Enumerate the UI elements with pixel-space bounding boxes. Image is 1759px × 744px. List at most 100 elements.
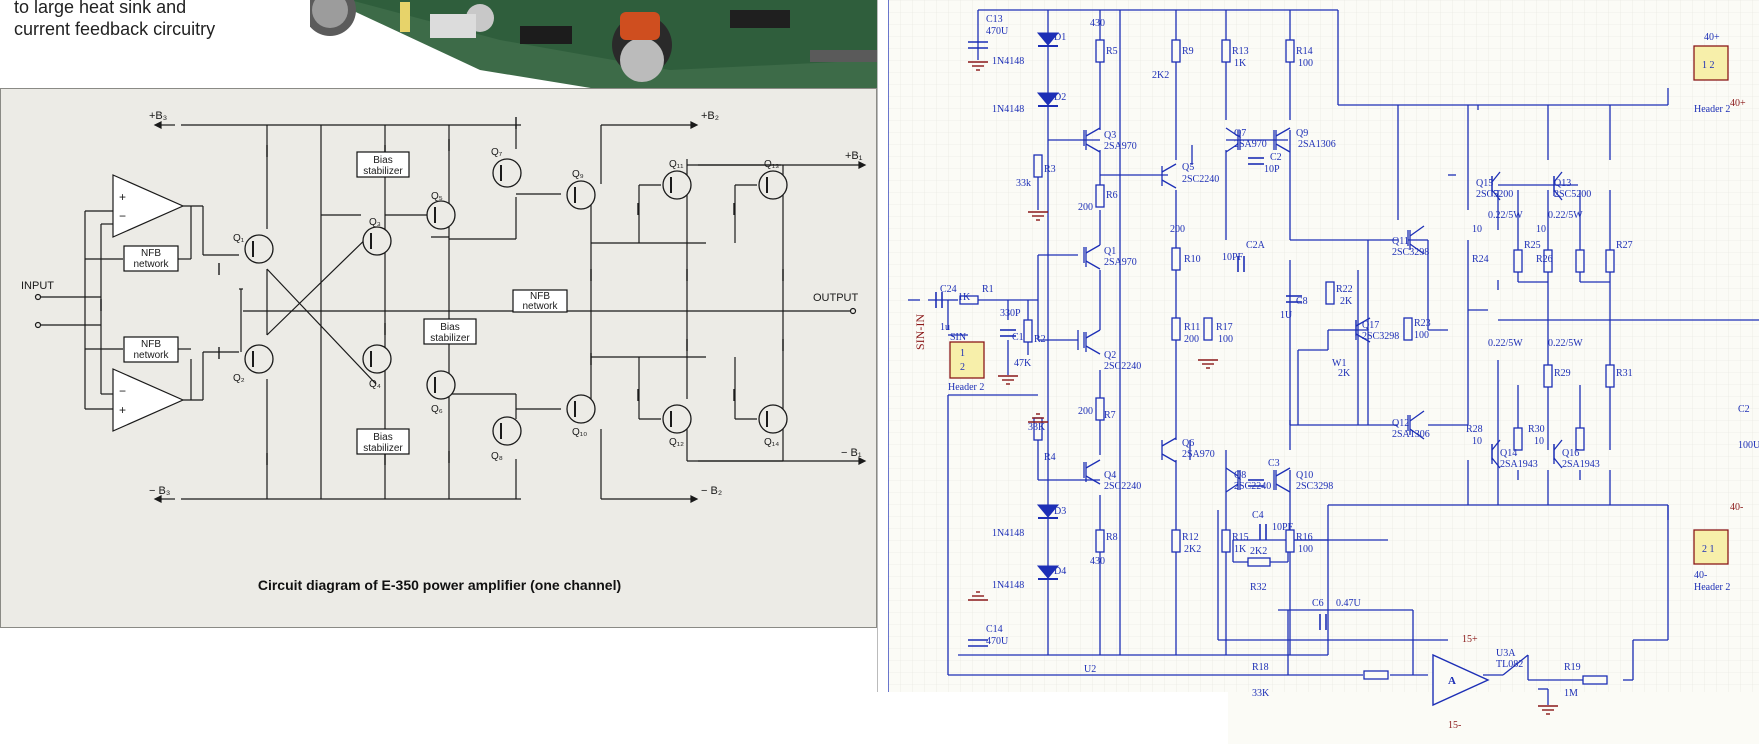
network-label-1: network bbox=[133, 259, 169, 270]
r25-ref: R25 bbox=[1524, 240, 1541, 251]
network-label-3: network bbox=[522, 301, 558, 312]
q4-label: Q₄ bbox=[369, 379, 381, 390]
r18-ref: R18 bbox=[1252, 662, 1269, 673]
schematic-panel: A 1 2 1 2 2 1 C13 470U bbox=[888, 0, 1759, 744]
resistors bbox=[959, 39, 1615, 685]
e350-circuit-svg: NFB network NFB network NFB network Bias… bbox=[21, 110, 867, 503]
q7-ref: Q7 bbox=[1234, 128, 1246, 139]
d4-type: 1N4148 bbox=[992, 580, 1024, 591]
q12-type: 2SA1306 bbox=[1392, 429, 1430, 440]
r2-ref: R2 bbox=[1034, 334, 1046, 345]
r29-ref: R29 bbox=[1554, 368, 1571, 379]
opamp2-plus: + bbox=[119, 403, 126, 417]
pwr-label-1: 0.22/5W bbox=[1488, 210, 1523, 221]
q3-label: Q₃ bbox=[369, 217, 381, 228]
r4-ref: R4 bbox=[1044, 452, 1056, 463]
q6-ref: Q6 bbox=[1182, 438, 1194, 449]
q17-ref: Q17 bbox=[1362, 320, 1379, 331]
c13-val: 470U bbox=[986, 26, 1009, 37]
u2-ref: U2 bbox=[1084, 664, 1096, 675]
q5-ref: Q5 bbox=[1182, 162, 1194, 173]
rail-plus-b3: +B₃ bbox=[149, 110, 167, 122]
sin-ref: SIN bbox=[950, 332, 966, 343]
r8-val: 430 bbox=[1090, 556, 1105, 567]
r26-ref: R26 bbox=[1536, 254, 1553, 265]
c2-val: 10P bbox=[1264, 164, 1280, 175]
q14-type: 2SA1943 bbox=[1500, 459, 1538, 470]
r7-ref: R7 bbox=[1104, 410, 1116, 421]
rail-plus-b1: +B₁ bbox=[845, 150, 863, 162]
q5-label: Q₅ bbox=[431, 191, 443, 202]
q9-ref: Q9 bbox=[1296, 128, 1308, 139]
pwr-label-4: 0.22/5W bbox=[1548, 338, 1583, 349]
q13-type: 2SC5200 bbox=[1554, 189, 1591, 200]
header-sin: 1 2 bbox=[949, 341, 985, 379]
panel-divider bbox=[877, 0, 888, 692]
q12-label: Q₁₂ bbox=[669, 437, 684, 448]
svg-text:1: 1 bbox=[960, 348, 965, 359]
r4-val: 33K bbox=[1028, 422, 1046, 433]
capacitors bbox=[935, 41, 1327, 647]
q3-ref: Q3 bbox=[1104, 130, 1116, 141]
q8-ref: Q8 bbox=[1234, 470, 1246, 481]
r13-ref: R13 bbox=[1232, 46, 1249, 57]
q1-type: 2SA970 bbox=[1104, 257, 1137, 268]
q14-ref: Q14 bbox=[1500, 448, 1517, 459]
q2-label: Q₂ bbox=[233, 373, 245, 384]
pcb-photo bbox=[310, 0, 878, 96]
d3-type: 1N4148 bbox=[992, 528, 1024, 539]
r10-ref: R10 bbox=[1184, 254, 1201, 265]
opamp-letter: A bbox=[1448, 675, 1456, 687]
c13-ref: C13 bbox=[986, 14, 1003, 25]
p40-ref: 40+ bbox=[1704, 32, 1720, 43]
q11-label: Q₁₁ bbox=[669, 159, 684, 170]
r17-val: 100 bbox=[1218, 334, 1233, 345]
input-label: INPUT bbox=[21, 280, 54, 292]
q11-type: 2SC3298 bbox=[1392, 247, 1429, 258]
m40-ref: 40- bbox=[1694, 570, 1707, 581]
opamp-u3a: A bbox=[1432, 653, 1490, 707]
svg-text:2 1: 2 1 bbox=[1702, 544, 1715, 555]
rail-minus-b2: − B₂ bbox=[701, 485, 722, 497]
opamp2-minus: − bbox=[119, 384, 126, 398]
p15-net: 15+ bbox=[1462, 634, 1478, 645]
header-40-minus: 2 1 bbox=[1693, 529, 1729, 565]
q13-label: Q₁₃ bbox=[764, 159, 779, 170]
r12-ref: R12 bbox=[1182, 532, 1199, 543]
r16-val: 100 bbox=[1298, 544, 1313, 555]
c1-val: 330P bbox=[1000, 308, 1021, 319]
e350-circuit-diagram: NFB network NFB network NFB network Bias… bbox=[0, 88, 877, 628]
q5-type: 2SC2240 bbox=[1182, 174, 1219, 185]
m15-net: 15- bbox=[1448, 720, 1461, 731]
q8-label: Q₈ bbox=[491, 451, 503, 462]
w1-ref: W1 bbox=[1332, 358, 1346, 369]
r30-val: 10 bbox=[1534, 436, 1544, 447]
u3a-ref: U3A bbox=[1496, 648, 1516, 659]
v100u-label: 100U bbox=[1738, 440, 1759, 451]
nfb-network-box-bottom: NFB network bbox=[123, 336, 179, 363]
pwr-label-3: 0.22/5W bbox=[1488, 338, 1523, 349]
r13-val: 1K bbox=[1234, 58, 1247, 69]
c2-right-ref: C2 bbox=[1738, 404, 1750, 415]
diagram-title: Circuit diagram of E-350 power amplifier… bbox=[257, 577, 622, 593]
c2-ref: C2 bbox=[1270, 152, 1282, 163]
r23-val: 100 bbox=[1414, 330, 1429, 341]
q2-type: 2SC2240 bbox=[1104, 361, 1141, 372]
c24-ref: C24 bbox=[940, 284, 957, 295]
sin-header: Header 2 bbox=[948, 382, 984, 393]
c6-ref: C6 bbox=[1312, 598, 1324, 609]
r15-val: 1K bbox=[1234, 544, 1247, 555]
r14-val: 100 bbox=[1298, 58, 1313, 69]
q15-ref: Q15 bbox=[1476, 178, 1493, 189]
q13-ref: Q13 bbox=[1554, 178, 1571, 189]
c2a-val: 10PF bbox=[1222, 252, 1244, 263]
nfb-network-box-output: NFB network bbox=[512, 289, 568, 313]
transistor-symbols bbox=[1085, 127, 1563, 493]
stabilizer-label-2: stabilizer bbox=[430, 333, 470, 344]
nfb-label-3: NFB bbox=[530, 291, 550, 302]
r24-ref: R24 bbox=[1472, 254, 1489, 265]
r16-ref: R16 bbox=[1296, 532, 1313, 543]
q1-ref: Q1 bbox=[1104, 246, 1116, 257]
r30-ref: R30 bbox=[1528, 424, 1545, 435]
p40-net: 40+ bbox=[1730, 98, 1746, 109]
